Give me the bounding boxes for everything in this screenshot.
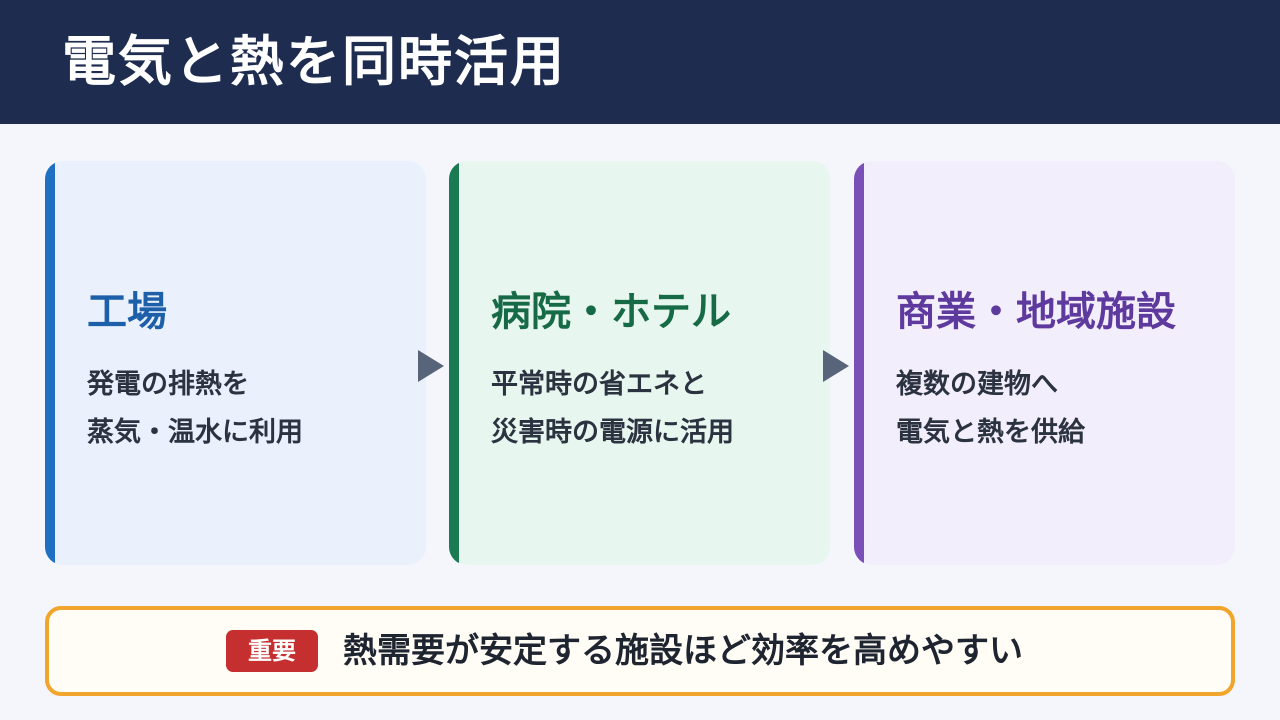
card-hospital-hotel-accent	[449, 161, 459, 565]
header-bar: 電気と熱を同時活用	[0, 0, 1280, 124]
card-hospital-hotel: 病院・ホテル 平常時の省エネと 災害時の電源に活用	[449, 161, 830, 565]
card-factory-line-1: 発電の排熱を	[87, 369, 249, 400]
important-badge: 重要	[226, 630, 318, 672]
card-commercial-community-line-1: 複数の建物へ	[896, 369, 1058, 400]
card-factory-line-2: 蒸気・温水に利用	[87, 417, 303, 448]
important-note-text: 熱需要が安定する施設ほど効率を高めやすい	[343, 631, 1023, 671]
card-commercial-community-accent	[854, 161, 864, 565]
card-hospital-hotel-line-1: 平常時の省エネと	[491, 369, 707, 400]
card-factory-accent	[45, 161, 55, 565]
card-factory-title: 工場	[87, 289, 167, 335]
arrow-right-icon	[823, 350, 849, 382]
card-hospital-hotel-description: 平常時の省エネと 災害時の電源に活用	[491, 361, 734, 457]
card-commercial-community: 商業・地域施設 複数の建物へ 電気と熱を供給	[854, 161, 1235, 565]
card-commercial-community-title: 商業・地域施設	[896, 289, 1176, 335]
card-commercial-community-line-2: 電気と熱を供給	[896, 417, 1085, 448]
card-commercial-community-description: 複数の建物へ 電気と熱を供給	[896, 361, 1085, 457]
card-factory: 工場 発電の排熱を 蒸気・温水に利用	[45, 161, 426, 565]
page-title: 電気と熱を同時活用	[62, 30, 566, 93]
card-factory-description: 発電の排熱を 蒸気・温水に利用	[87, 361, 303, 457]
card-hospital-hotel-title: 病院・ホテル	[491, 289, 731, 335]
card-hospital-hotel-line-2: 災害時の電源に活用	[491, 417, 734, 448]
arrow-right-icon	[418, 350, 444, 382]
important-note-box: 重要 熱需要が安定する施設ほど効率を高めやすい	[45, 606, 1235, 696]
